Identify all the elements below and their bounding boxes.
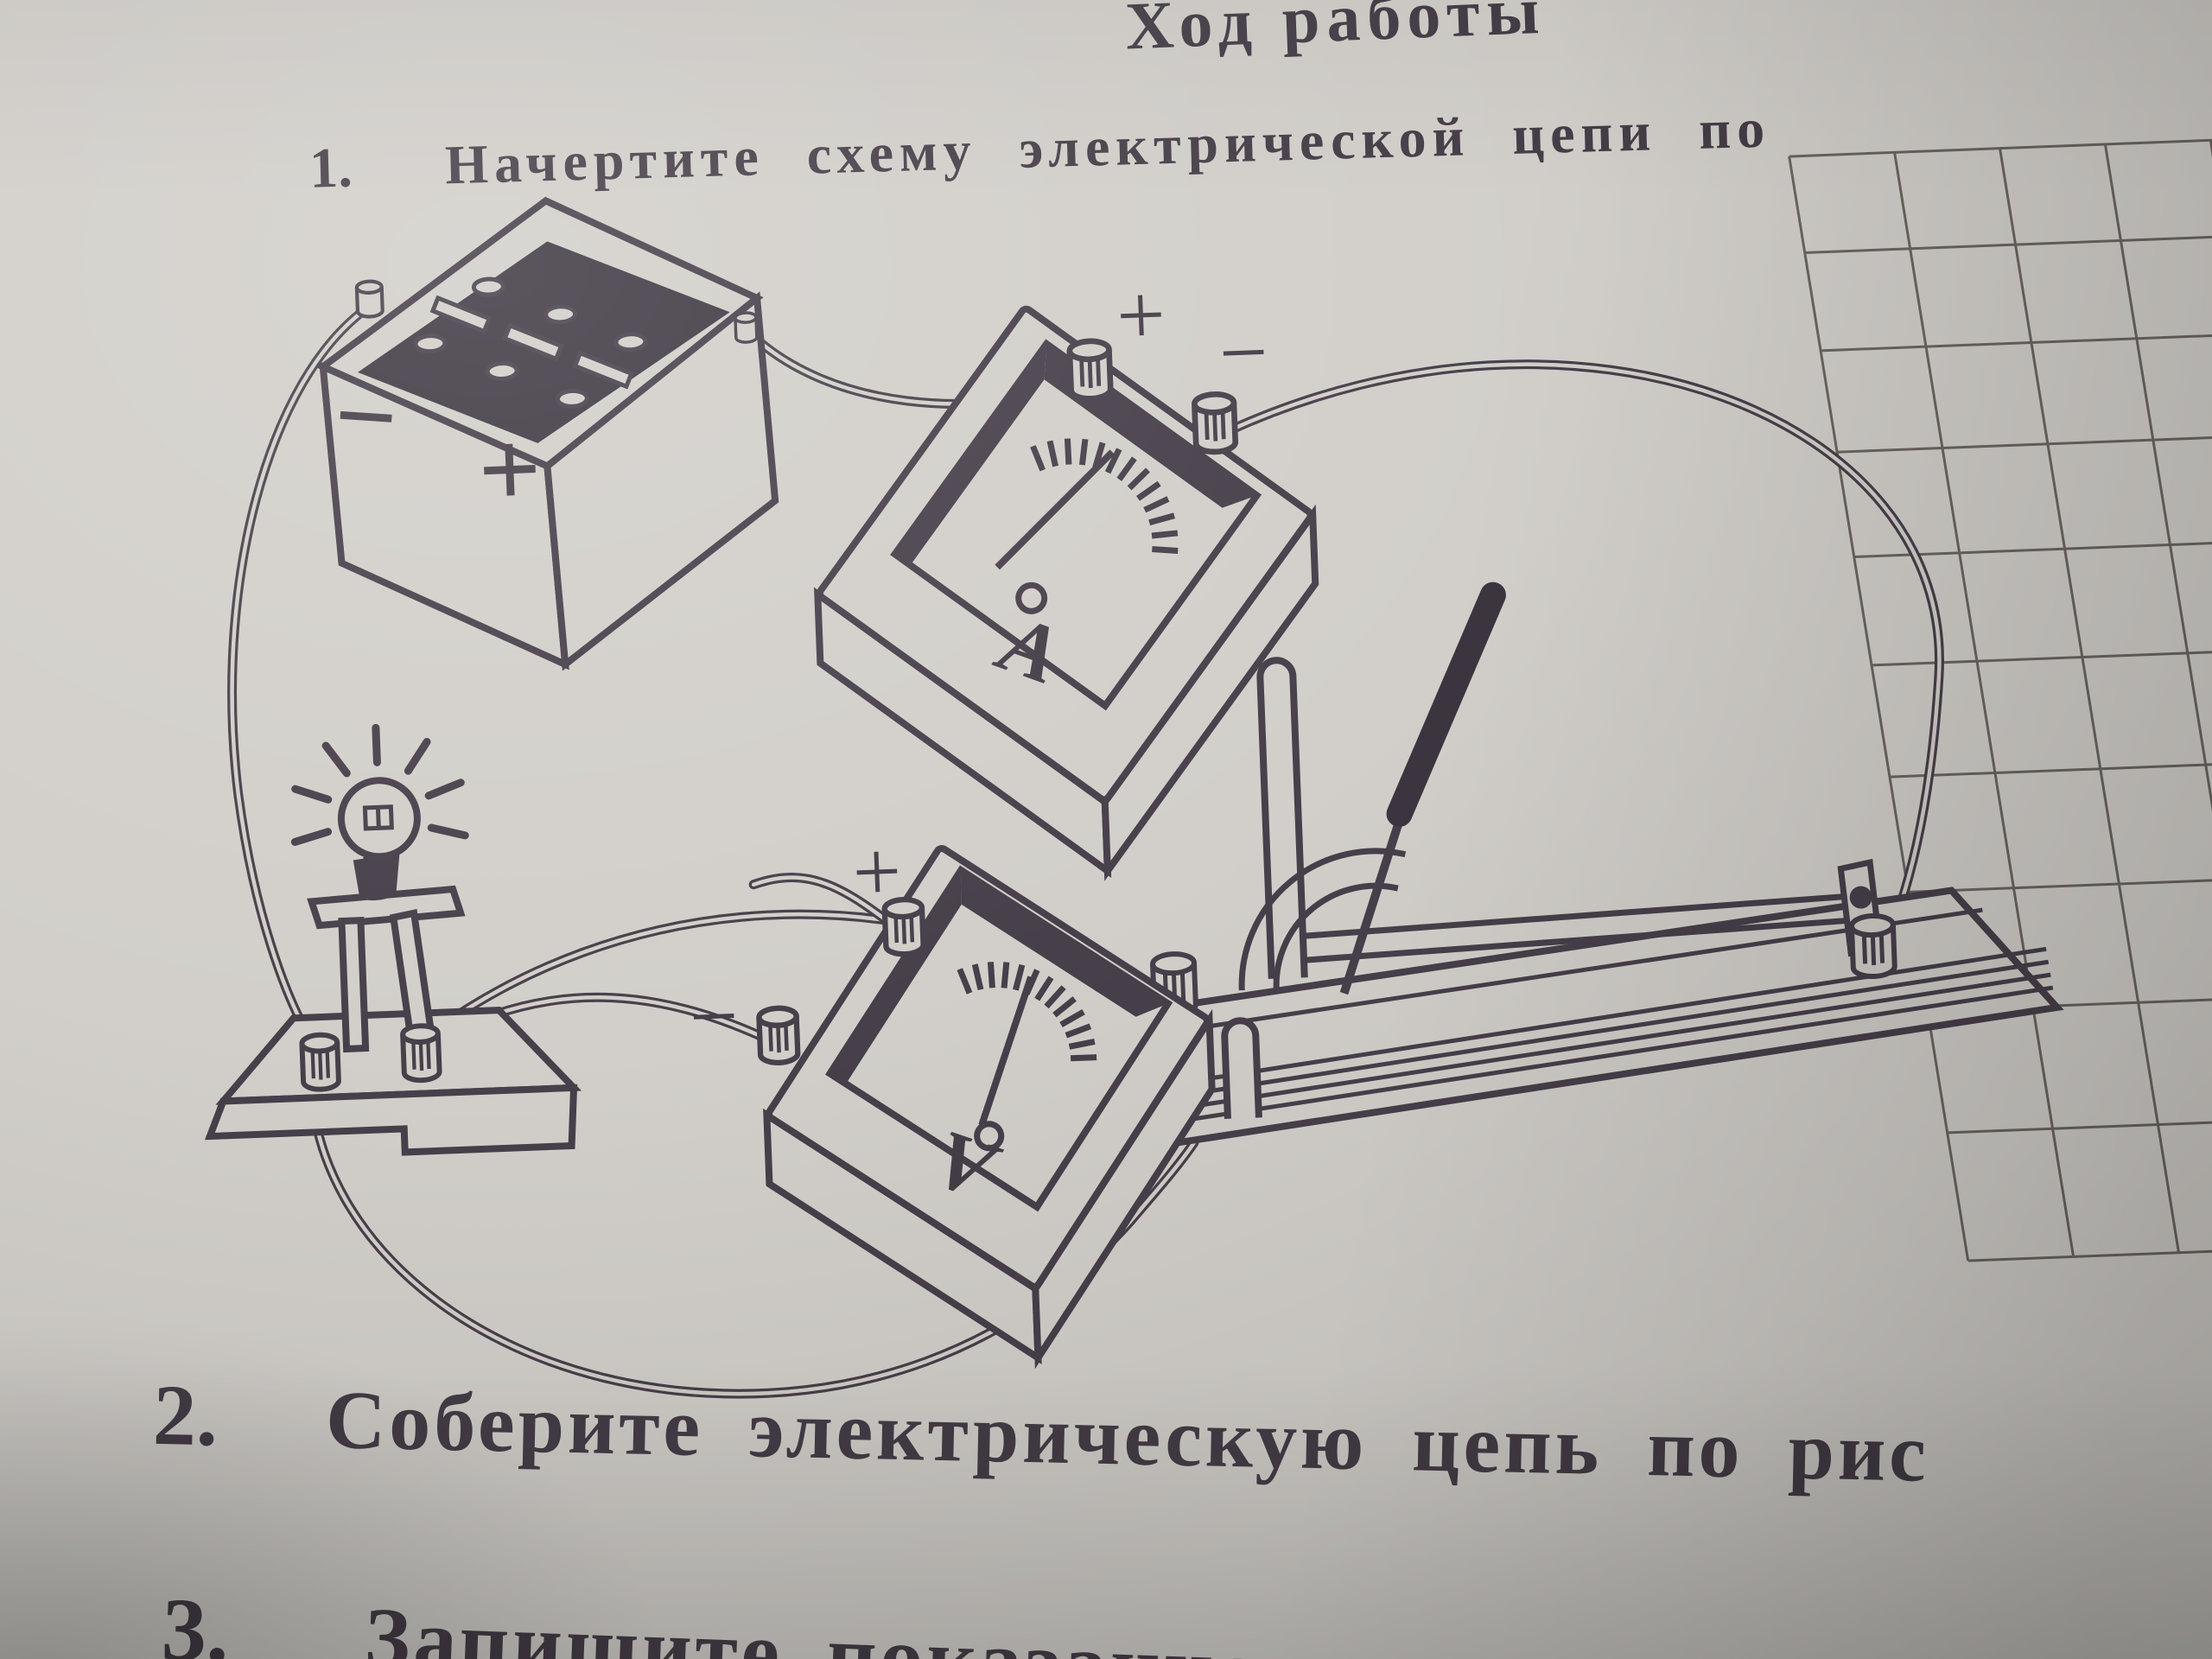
battery: − + (315, 196, 779, 671)
voltmeter-plus-terminal (881, 896, 926, 957)
ammeter-needle (995, 449, 1116, 570)
lamp (204, 723, 582, 1156)
ammeter: A + − (813, 266, 1319, 881)
battery-terminal-minus-post (354, 279, 385, 319)
task-3-text: Запишите показания вольтметра и (363, 1590, 1897, 1659)
switch-post (1256, 657, 1308, 979)
task-2-text: Соберите электрическую цепь по рис (325, 1373, 1930, 1499)
ammeter-plus-label: + (1115, 266, 1167, 364)
battery-terminal-plus-post (734, 311, 759, 344)
voltmeter-needle (978, 976, 1034, 1127)
lamp-left-terminal (299, 1032, 341, 1092)
page-title: Ход работы (1124, 0, 1548, 63)
ammeter-plus-terminal (1066, 338, 1114, 402)
task-1-text: Начертите схему электрической цепи по (444, 98, 1771, 196)
voltmeter-plus-label: + (851, 823, 904, 920)
ammeter-scale-ticks (1030, 438, 1179, 554)
switch-post-front (1221, 1017, 1262, 1119)
squared-grid (1788, 126, 2212, 1262)
lamp-right-terminal (400, 1023, 442, 1084)
bulb-rays (290, 723, 469, 846)
task-2: 2. Соберите электрическую цепь по рис (152, 1367, 1930, 1499)
battery-plus-label: + (476, 407, 543, 532)
task-3-number: 3. (160, 1580, 231, 1659)
ammeter-minus-terminal (1192, 391, 1239, 455)
task-1: 1. Начертите схему электрической цепи по (308, 98, 1771, 200)
switch (1028, 582, 2064, 1152)
voltmeter: V + − (688, 823, 1216, 1370)
switch-handle (1386, 582, 1506, 827)
task-1-number: 1. (308, 136, 353, 200)
switch-right-terminal (1848, 913, 1897, 980)
battery-minus-label: − (331, 353, 402, 480)
voltmeter-minus-terminal (756, 1005, 801, 1065)
switch-lever (1339, 806, 1408, 995)
task-3: 3. Запишите показания вольтметра и (160, 1580, 1897, 1659)
voltmeter-minus-label: − (688, 968, 741, 1065)
task-2-number: 2. (152, 1367, 219, 1465)
ammeter-minus-label: − (1217, 303, 1270, 401)
